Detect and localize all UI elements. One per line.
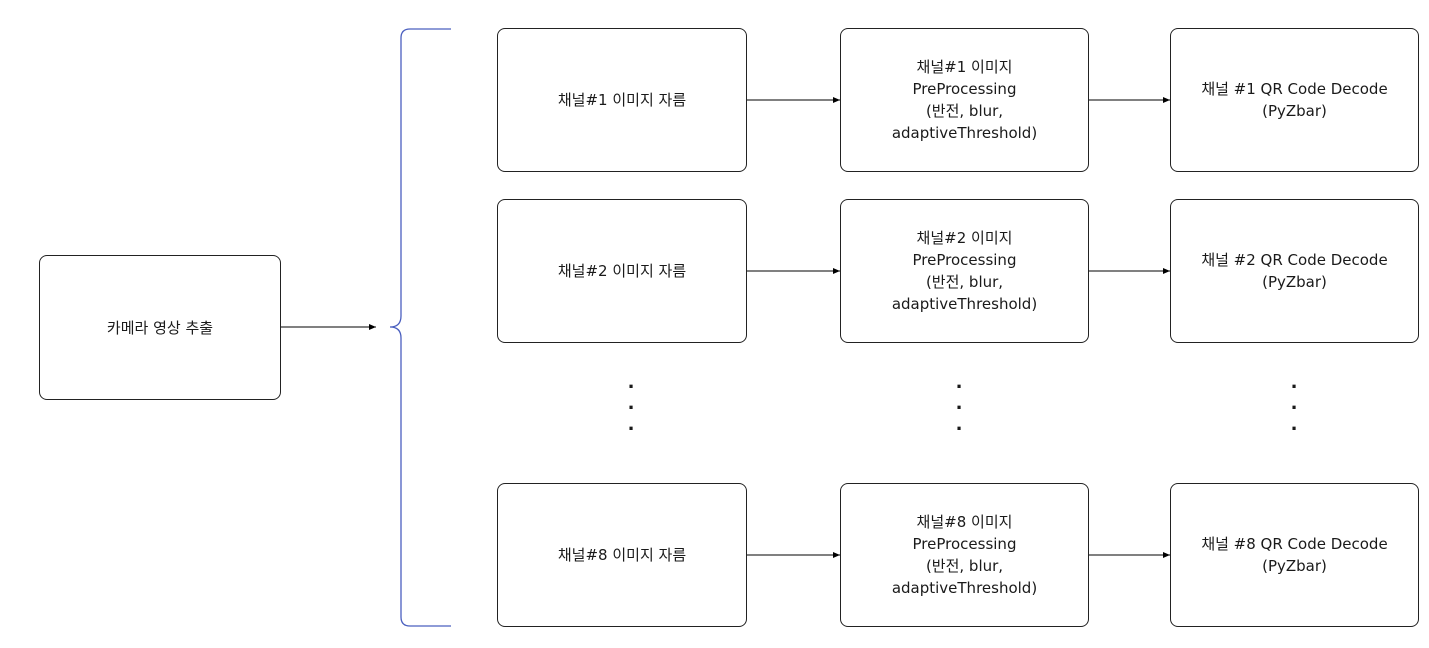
ellipsis-dot: . <box>955 414 963 435</box>
ellipsis-dot: . <box>627 372 635 393</box>
grouping-brace <box>389 28 451 627</box>
preprocess-line: PreProcessing <box>912 251 1017 269</box>
preprocess-box-ch8: 채널#8 이미지 PreProcessing (반전, blur, adapti… <box>840 483 1089 627</box>
preprocess-line: adaptiveThreshold) <box>891 579 1038 597</box>
preprocess-line: 채널#2 이미지 <box>916 229 1013 247</box>
preprocess-line: (반전, blur, <box>925 102 1004 120</box>
crop-label-ch8: 채널#8 이미지 자름 <box>557 546 687 564</box>
camera-capture-box: 카메라 영상 추출 <box>39 255 281 400</box>
decode-line: (PyZbar) <box>1262 102 1327 120</box>
decode-box-ch1: 채널 #1 QR Code Decode (PyZbar) <box>1170 28 1419 172</box>
decode-line: (PyZbar) <box>1262 557 1327 575</box>
ellipsis-dot: . <box>1290 393 1298 414</box>
preprocess-box-ch1: 채널#1 이미지 PreProcessing (반전, blur, adapti… <box>840 28 1089 172</box>
ellipsis-dot: . <box>1290 372 1298 393</box>
ellipsis-dot: . <box>627 414 635 435</box>
preprocess-line: PreProcessing <box>912 535 1017 553</box>
ellipsis-dot: . <box>627 393 635 414</box>
crop-box-ch8: 채널#8 이미지 자름 <box>497 483 747 627</box>
decode-box-ch8: 채널 #8 QR Code Decode (PyZbar) <box>1170 483 1419 627</box>
crop-label-ch2: 채널#2 이미지 자름 <box>557 262 687 280</box>
ellipsis-crop-column: . . . <box>626 372 636 435</box>
decode-line: (PyZbar) <box>1262 273 1327 291</box>
decode-line: 채널 #8 QR Code Decode <box>1201 535 1388 553</box>
preprocess-line: adaptiveThreshold) <box>891 295 1038 313</box>
preprocess-line: 채널#1 이미지 <box>916 58 1013 76</box>
decode-line: 채널 #2 QR Code Decode <box>1201 251 1388 269</box>
crop-label-ch1: 채널#1 이미지 자름 <box>557 91 687 109</box>
ellipsis-preprocess-column: . . . <box>954 372 964 435</box>
preprocess-line: PreProcessing <box>912 80 1017 98</box>
preprocess-line: (반전, blur, <box>925 273 1004 291</box>
decode-line: 채널 #1 QR Code Decode <box>1201 80 1388 98</box>
crop-box-ch2: 채널#2 이미지 자름 <box>497 199 747 343</box>
ellipsis-dot: . <box>955 393 963 414</box>
camera-capture-label: 카메라 영상 추출 <box>106 318 214 337</box>
preprocess-line: adaptiveThreshold) <box>891 124 1038 142</box>
ellipsis-decode-column: . . . <box>1289 372 1299 435</box>
ellipsis-dot: . <box>955 372 963 393</box>
decode-box-ch2: 채널 #2 QR Code Decode (PyZbar) <box>1170 199 1419 343</box>
preprocess-line: 채널#8 이미지 <box>916 513 1013 531</box>
preprocess-box-ch2: 채널#2 이미지 PreProcessing (반전, blur, adapti… <box>840 199 1089 343</box>
ellipsis-dot: . <box>1290 414 1298 435</box>
crop-box-ch1: 채널#1 이미지 자름 <box>497 28 747 172</box>
preprocess-line: (반전, blur, <box>925 557 1004 575</box>
